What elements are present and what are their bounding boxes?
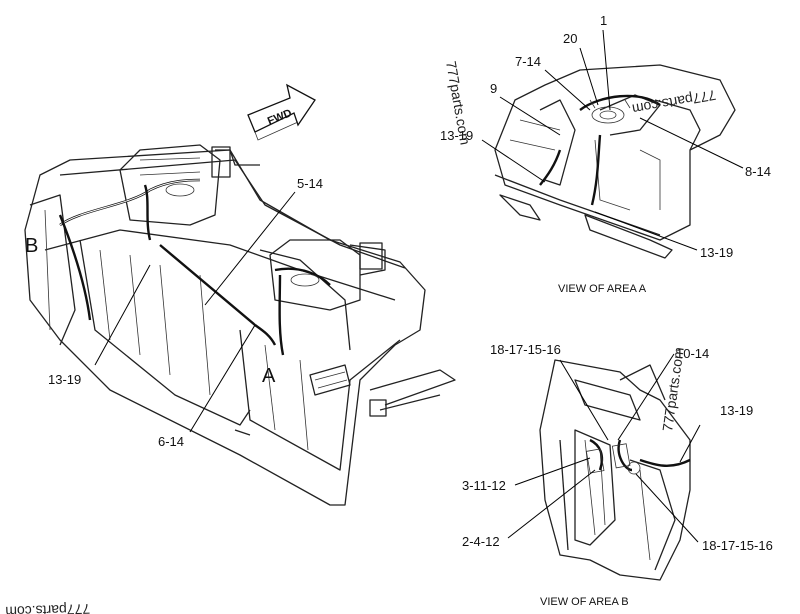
watermark-2: 777parts.com xyxy=(631,87,717,117)
watermark-4: 777parts.com xyxy=(5,601,90,614)
view-a-caption: VIEW OF AREA A xyxy=(558,283,647,295)
callout-13-19-a-bottom: 13-19 xyxy=(700,245,733,260)
callout-13-19-b: 13-19 xyxy=(720,403,753,418)
view-a-drawing xyxy=(494,64,736,259)
callout-8-14: 8-14 xyxy=(745,164,771,179)
callout-13-19-a-top: 13-19 xyxy=(440,128,473,143)
view-a-callouts: 1 20 7-14 9 13-19 8-14 13-19 xyxy=(440,13,771,260)
callout-18-17-15-16-top: 18-17-15-16 xyxy=(490,342,561,357)
main-hose-routing xyxy=(58,178,331,356)
main-bucket-drawing xyxy=(24,144,456,506)
watermark-3: 777parts.com xyxy=(659,346,687,432)
main-callouts: 5-14 13-19 6-14 xyxy=(48,176,323,449)
callout-9: 9 xyxy=(490,81,497,96)
callout-18-17-15-16-bottom: 18-17-15-16 xyxy=(702,538,773,553)
callout-10-14: 10-14 xyxy=(676,346,709,361)
view-b-callouts: 18-17-15-16 10-14 13-19 3-11-12 2-4-12 1… xyxy=(462,342,773,553)
callout-3-11-12: 3-11-12 xyxy=(462,478,506,493)
view-b-drawing xyxy=(539,359,691,581)
callout-1: 1 xyxy=(600,13,607,28)
area-marker-b: B xyxy=(25,235,38,257)
callout-6-14: 6-14 xyxy=(158,434,184,449)
callout-20: 20 xyxy=(563,31,577,46)
callout-13-19-main: 13-19 xyxy=(48,372,81,387)
callout-2-4-12: 2-4-12 xyxy=(462,534,500,549)
callout-7-14: 7-14 xyxy=(515,54,541,69)
callout-5-14: 5-14 xyxy=(297,176,323,191)
area-marker-a: A xyxy=(262,365,276,387)
fwd-arrow: FWD xyxy=(247,83,316,141)
view-b-caption: VIEW OF AREA B xyxy=(540,596,629,608)
